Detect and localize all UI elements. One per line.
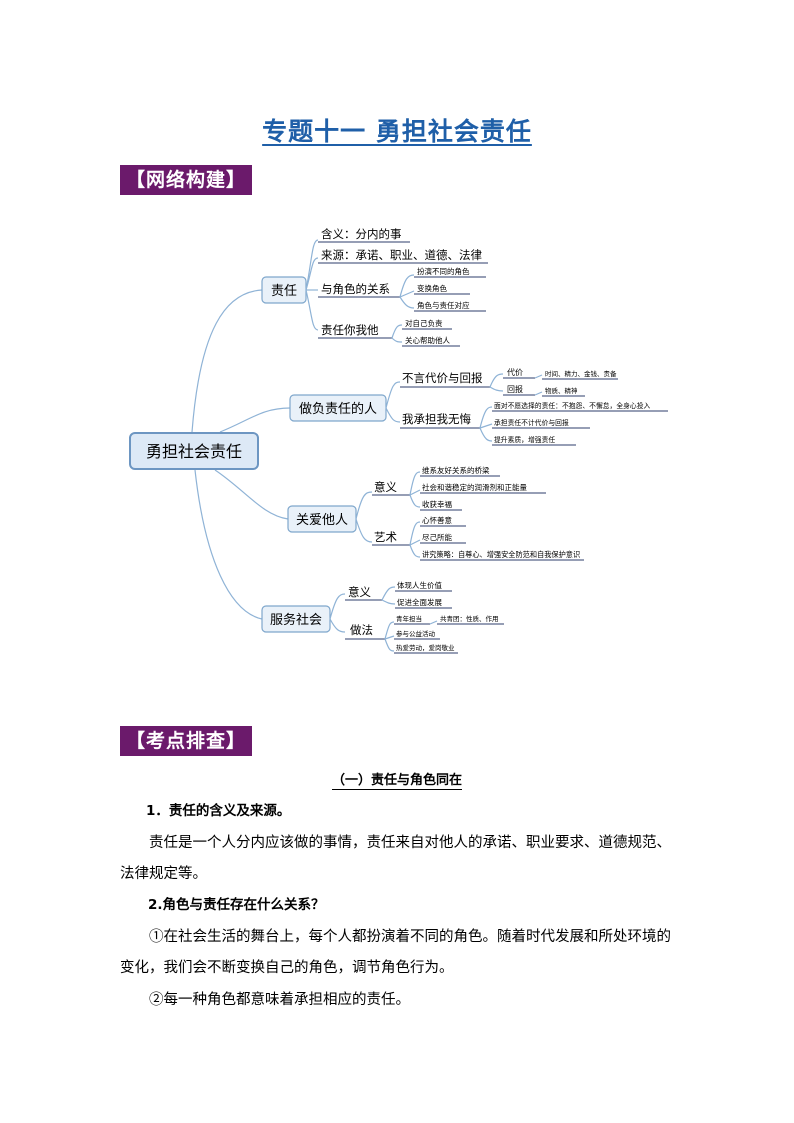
daijia-detail: 时间、精力、金钱、责备 [545,369,617,378]
guanai-yishu: 艺术 [374,530,397,544]
huibao-label: 回报 [507,384,523,394]
branch-fuzeren: 做负责任的人 [299,401,377,417]
wocheng-item-2: 承担责任不计代价与回报 [494,418,569,427]
fuzeren-wocheng: 我承担我无悔 [402,412,471,426]
branch-zeren: 责任 [271,284,297,299]
guanai-yiyi-item-2: 社会和谐稳定的润滑剂和正能量 [422,482,527,492]
juese-item-1: 扮演不同的角色 [417,266,470,276]
yishu-item-1: 心怀善意 [422,515,452,525]
niwota-item-2: 关心帮助他人 [405,335,450,345]
question-1: 1．责任的含义及来源。 [146,803,291,819]
mind-map: 勇担社会责任 责任 含义：分内的事 来源：承诺、职业、道德、法律 与角色的关系 … [129,227,668,654]
wocheng-item-1: 面对不愿选择的责任：不抱怨、不懈怠，全身心投入 [494,401,651,410]
page-title: 专题十一 勇担社会责任 [262,117,532,146]
zuofa-item-2: 共青团：性质、作用 [440,614,499,623]
yishu-item-3: 讲究策略：自尊心、增强安全防范和自我保护意识 [422,550,580,559]
guanai-yiyi-item-1: 维系友好关系的桥梁 [422,465,490,475]
section-network-tag: 【网络构建】 [120,165,253,195]
answer-2-1: ①在社会生活的舞台上，每个人都扮演着不同的角色。随着时代发展和所处环境的变化，我… [120,929,671,976]
huibao-detail: 物质、精神 [545,386,578,395]
answer-1: 责任是一个人分内应该做的事情，责任来自对他人的承诺、职业要求、道德规范、法律规定… [120,835,671,882]
zeren-hanyi: 含义：分内的事 [321,227,402,241]
fuwu-yiyi-item-1: 体现人生价值 [397,580,442,590]
fuwu-yiyi: 意义 [348,585,371,599]
zuofa-item-4: 热爱劳动，爱岗敬业 [396,643,455,652]
question-2: 2.角色与责任存在什么关系？ [148,897,325,913]
branch-fuwu: 服务社会 [270,612,322,628]
yishu-item-2: 尽己所能 [422,532,452,542]
guanai-yiyi-item-3: 收获幸福 [422,499,452,509]
branch-guanai: 关爱他人 [296,513,348,528]
guanai-yiyi: 意义 [374,480,397,494]
fuwu-zuofa: 做法 [350,623,373,637]
zuofa-item-1: 青年担当 [396,614,422,623]
zuofa-item-3: 参与公益活动 [396,629,436,638]
zeren-juese: 与角色的关系 [321,282,390,296]
daijia-label: 代价 [507,367,523,377]
zeren-niwota: 责任你我他 [321,323,379,337]
fuzeren-buyan: 不言代价与回报 [402,371,483,385]
section-checkpoints-tag: 【考点排查】 [120,726,253,756]
subsection-heading: （一）责任与角色同在 [331,773,462,790]
root-node: 勇担社会责任 [146,442,242,461]
juese-item-3: 角色与责任对应 [417,300,470,310]
root-node-box [129,432,259,470]
niwota-item-1: 对自己负责 [405,318,443,328]
answer-2-2: ②每一种角色都意味着承担相应的责任。 [149,992,410,1008]
juese-item-2: 变换角色 [417,283,447,293]
fuwu-yiyi-item-2: 促进全面发展 [397,597,442,607]
wocheng-item-3: 提升素质，增强责任 [494,435,555,444]
zeren-laiyuan: 来源：承诺、职业、道德、法律 [321,248,482,262]
